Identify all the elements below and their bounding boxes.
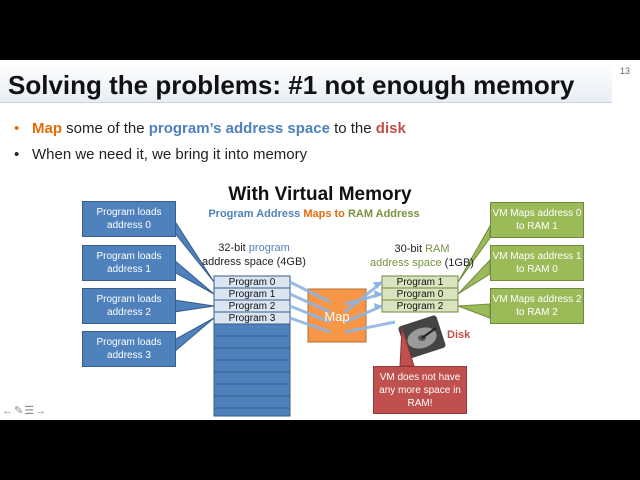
program-address-space-label: 32-bit program address space (4GB) [196,241,312,269]
ram-label-line2b: (1GB) [441,257,474,269]
callout-vm-maps-1: VM Maps address 1 to RAM 0 [490,245,584,281]
ram-label-colored: RAM [425,243,450,255]
title-bar: Solving the problems: #1 not enough memo… [0,62,612,103]
slide: Solving the problems: #1 not enough memo… [0,60,640,420]
back-arrow-icon[interactable]: ← [2,405,14,417]
forward-arrow-icon[interactable]: → [35,405,48,417]
ram-label-prefix: 30-bit [394,243,426,255]
bullet-1-text-b: to the [329,120,376,137]
callout-pointer-2 [173,299,215,313]
diagram-title: With Virtual Memory [228,184,412,205]
diagram-subtitle: Program Address Maps to RAM Address [0,208,628,220]
program-cell-1: Program 1 [228,289,276,300]
bullet-1-map: Map [32,120,62,137]
ram-label-line2a: address space [370,257,442,269]
program-label-line2: address space (4GB) [202,256,306,268]
subtitle-ram-address: RAM Address [347,208,420,220]
subtitle-maps-to: Maps to [303,208,345,220]
bullet-1-disk: disk [375,120,406,137]
bullet-dot: • [14,120,20,137]
mapping-arrowheads [373,282,382,310]
callout-program-loads-3: Program loads address 3 [82,331,176,367]
bullet-2-text: When we need it, we bring it into memory [32,146,308,163]
ram-cell-0: Program 1 [396,277,444,288]
ram-table-grid [381,275,459,313]
subtitle-program-address: Program Address [208,208,301,220]
bullet-2: • When we need it, we bring it into memor… [14,146,307,163]
disk-callout: VM does not have any more space in RAM! [373,366,467,414]
program-cell-2: Program 2 [228,301,276,312]
callout-program-loads-0: Program loads address 0 [82,201,176,237]
disk-label: Disk [447,329,471,341]
program-cell-3: Program 3 [228,313,276,324]
presenter-toolbar: ←✎☰→ [2,404,47,417]
slide-number: 13 [620,66,631,76]
pen-icon[interactable]: ✎ [14,405,25,417]
mapping-arrows [289,280,396,334]
callout-program-loads-2: Program loads address 2 [82,288,176,324]
callout-vm-maps-0: VM Maps address 0 to RAM 1 [490,202,584,238]
bullet-1-text-a: some of the [62,120,149,137]
callout-vm-maps-2: VM Maps address 2 to RAM 2 [490,288,584,324]
diagram-graphics [173,218,491,417]
bullet-1-address-space: program’s address space [148,120,330,137]
ram-table-body [381,275,459,313]
menu-icon[interactable]: ☰ [24,405,36,417]
callout-pointer-3 [173,317,215,354]
bullet-dot: • [14,146,20,163]
ram-cell-1: Program 0 [396,289,444,300]
map-label: Map [324,309,350,324]
program-cell-0: Program 0 [228,277,276,288]
slide-title: Solving the problems: #1 not enough memo… [8,70,575,100]
program-label-prefix: 32-bit [218,242,249,254]
bullet-1: • Map some of the program’s address space… [14,120,406,137]
ram-cell-2: Program 2 [396,301,444,312]
callout-program-loads-1: Program loads address 1 [82,245,176,281]
program-table-grid [213,275,291,417]
hard-disk-icon [398,315,446,359]
ram-address-space-label: 30-bit RAM address space (1GB) [366,242,478,270]
program-label-colored: program [248,242,290,254]
vm-pointer-2 [457,303,491,319]
